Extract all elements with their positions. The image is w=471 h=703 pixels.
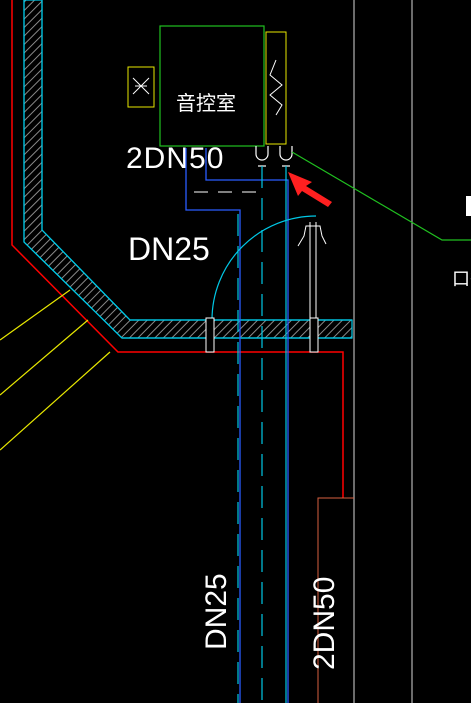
equipment-cross-left xyxy=(132,77,150,95)
door-swing-arc xyxy=(211,215,317,321)
equipment-box-left xyxy=(127,66,155,108)
yellow-diagonal-lines xyxy=(0,289,111,451)
control-room-box xyxy=(159,25,265,147)
door-leaf xyxy=(297,222,327,320)
duct-zigzag xyxy=(269,59,283,116)
pipe-label-dn25-mid: DN25 xyxy=(128,231,210,267)
right-vertical-lines xyxy=(353,0,413,703)
wall-outer-edge xyxy=(23,0,352,339)
pipe-label-2dn50-vertical: 2DN50 xyxy=(308,577,341,670)
room-name-label: 音控室 xyxy=(176,91,236,115)
blue-pipes xyxy=(185,148,289,703)
valve-symbols xyxy=(255,146,293,167)
duct-box-right xyxy=(265,31,287,145)
door-jambs xyxy=(205,317,319,353)
pipe-label-dn25-vertical: DN25 xyxy=(200,573,233,650)
lower-room-outline xyxy=(317,497,354,703)
pipe-label-2dn50-top: 2DN50 xyxy=(126,142,224,175)
edge-box-partial xyxy=(466,196,471,216)
edge-text-partial: 口径 xyxy=(452,269,471,290)
wall-inner-edge xyxy=(41,0,352,321)
green-leader-line xyxy=(291,151,471,241)
red-pointer-arrow xyxy=(288,172,332,207)
cyan-dashed-pipes xyxy=(237,166,263,703)
red-boundary-line xyxy=(11,0,344,498)
